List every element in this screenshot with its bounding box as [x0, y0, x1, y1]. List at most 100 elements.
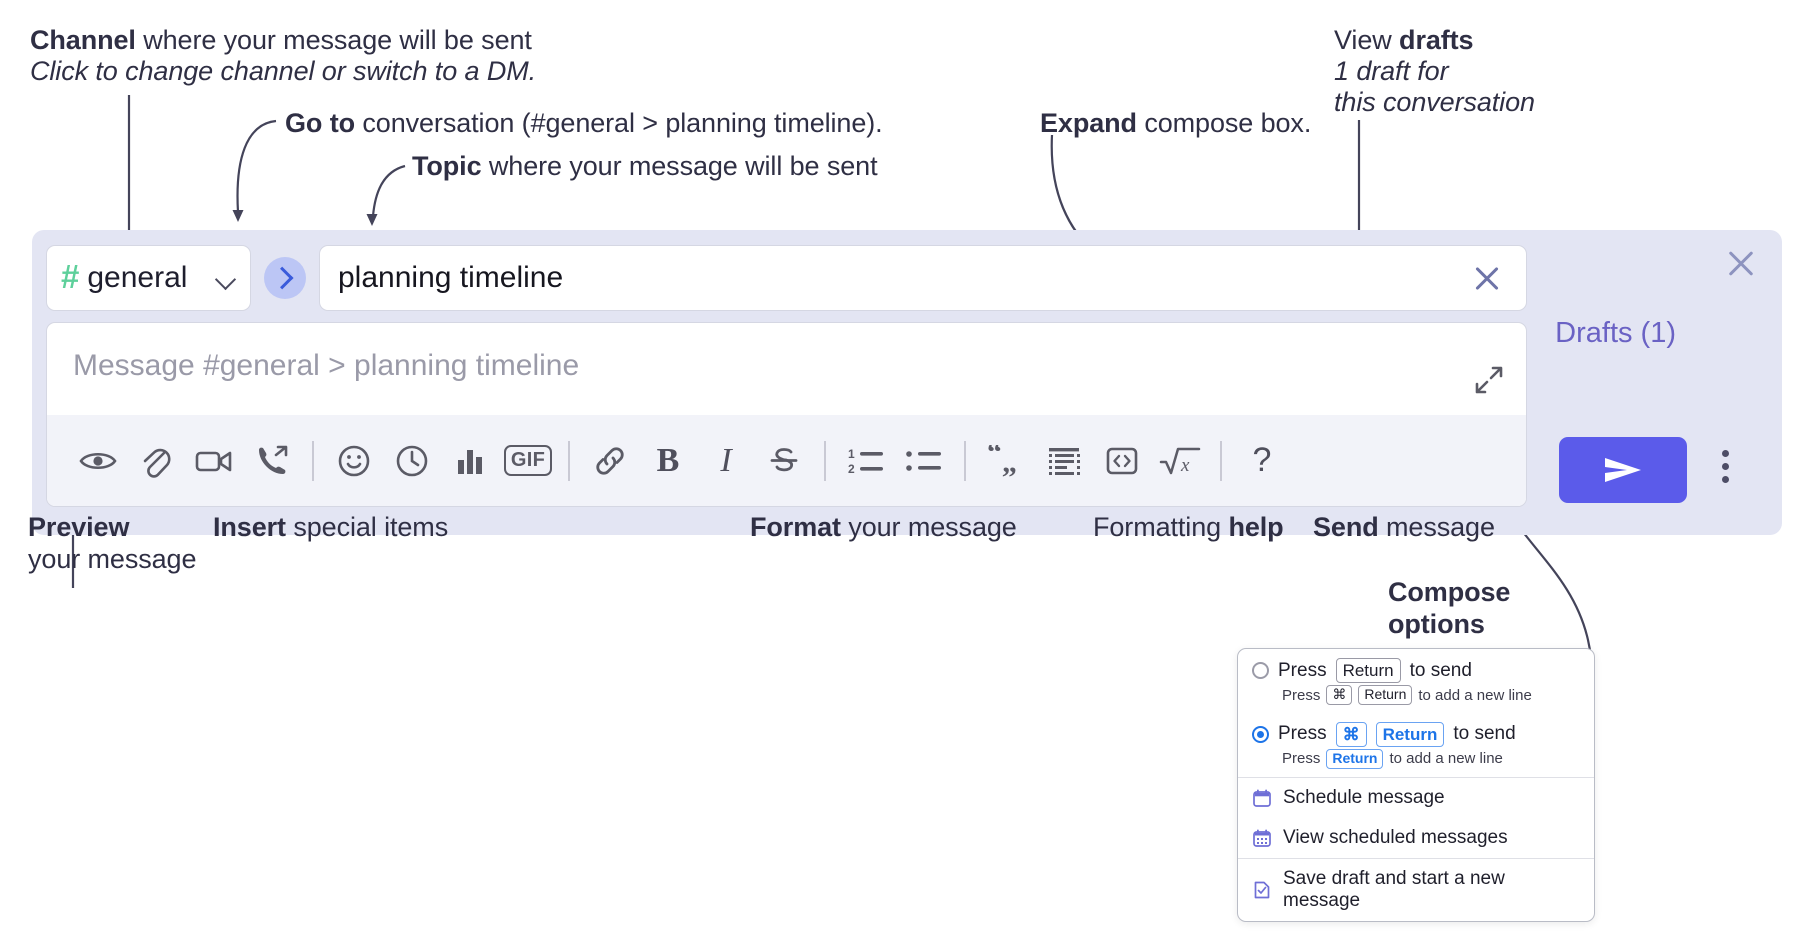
- kebab-dot: [1721, 450, 1729, 457]
- annotation-insert-bold: Insert: [213, 512, 286, 542]
- clear-topic-icon[interactable]: [1470, 261, 1504, 295]
- menu-item-view-scheduled-messages[interactable]: View scheduled messages: [1238, 818, 1594, 858]
- annotation-compose-options-line2: options: [1388, 606, 1485, 642]
- compose-options-menu: Press Return to send Press ⌘ Return to a…: [1237, 648, 1595, 922]
- channel-selector[interactable]: # general: [46, 245, 251, 311]
- italic-icon[interactable]: I: [697, 432, 755, 490]
- annotation-drafts-bold: drafts: [1399, 25, 1474, 55]
- message-input-box[interactable]: Message #general > planning timeline: [46, 322, 1527, 507]
- calendar-clock-icon: [1252, 788, 1272, 808]
- divider: [1238, 857, 1594, 859]
- blockquote-icon[interactable]: “ „: [977, 432, 1035, 490]
- annotation-channel-line1: Channel where your message will be sent: [30, 22, 532, 58]
- emoji-icon[interactable]: [325, 432, 383, 490]
- annotation-help: Formatting help: [1093, 509, 1284, 545]
- annotation-channel-line2: Click to change channel or switch to a D…: [30, 53, 536, 89]
- send-button[interactable]: [1559, 437, 1687, 503]
- phone-forward-icon[interactable]: [243, 432, 301, 490]
- annotation-channel-rest: where your message will be sent: [135, 25, 532, 55]
- annotation-goto-rest: conversation (#general > planning timeli…: [354, 108, 883, 138]
- annotation-preview-bold: Preview: [28, 512, 130, 542]
- svg-text:“: “: [987, 445, 1002, 469]
- save-draft-icon: [1252, 880, 1272, 900]
- divider: [964, 440, 966, 481]
- expand-icon[interactable]: [1474, 365, 1504, 395]
- clock-icon[interactable]: [383, 432, 441, 490]
- topic-field[interactable]: planning timeline: [319, 245, 1527, 311]
- topic-value: planning timeline: [338, 261, 564, 294]
- annotation-channel-italic: Click to change channel or switch to a D…: [30, 56, 537, 86]
- menu-radio-option-return-sub: Press ⌘ Return to add a new line: [1238, 685, 1594, 713]
- key-command: ⌘: [1335, 721, 1367, 747]
- gif-icon[interactable]: GIF: [499, 432, 557, 490]
- menu-radio-option-cmd-return[interactable]: Press ⌘ Return to send: [1238, 713, 1594, 749]
- annotation-channel-bold: Channel: [30, 25, 136, 55]
- menu-item-label: View scheduled messages: [1283, 826, 1508, 848]
- bulleted-list-icon[interactable]: [895, 432, 953, 490]
- code-block-icon[interactable]: [1035, 432, 1093, 490]
- annotation-expand-bold: Expand: [1040, 108, 1137, 138]
- formatting-toolbar: GIF B I: [47, 415, 1526, 506]
- annotation-drafts-line3: this conversation: [1334, 84, 1535, 120]
- link-icon[interactable]: [581, 432, 639, 490]
- calendar-grid-icon: [1252, 828, 1272, 848]
- annotation-send: Send message: [1313, 509, 1495, 545]
- key-return: Return: [1326, 749, 1384, 769]
- menu-item-label: Save draft and start a new message: [1283, 867, 1505, 911]
- annotation-goto: Go to conversation (#general > planning …: [285, 105, 883, 141]
- compose-inner: # general planning timeline Message #gen…: [46, 244, 1527, 521]
- svg-text:x: x: [1180, 455, 1190, 476]
- channel-name: general: [87, 261, 188, 294]
- option-2-post: to send: [1453, 723, 1516, 745]
- menu-radio-option-return[interactable]: Press Return to send: [1238, 649, 1594, 685]
- annotation-insert: Insert special items: [213, 509, 448, 545]
- annotation-send-bold: Send: [1313, 512, 1379, 542]
- video-camera-icon[interactable]: [185, 432, 243, 490]
- math-icon[interactable]: x: [1151, 432, 1209, 490]
- radio-selected-icon: [1252, 725, 1269, 743]
- menu-radio-option-cmd-return-sub: Press Return to add a new line: [1238, 749, 1594, 777]
- key-return: Return: [1335, 658, 1401, 684]
- annotation-preview-line1: Preview: [28, 509, 129, 545]
- attachment-icon[interactable]: [127, 432, 185, 490]
- divider: [824, 440, 826, 481]
- annotation-preview-line2: your message: [28, 544, 197, 574]
- key-return: Return: [1375, 721, 1445, 747]
- bar-chart-icon[interactable]: [441, 432, 499, 490]
- kebab-dot: [1721, 463, 1729, 470]
- annotation-topic: Topic where your message will be sent: [412, 148, 878, 184]
- close-icon[interactable]: [1724, 246, 1758, 280]
- preview-icon[interactable]: [69, 432, 127, 490]
- key-return: Return: [1358, 685, 1413, 705]
- annotation-compose-options-line1: Compose: [1388, 574, 1510, 610]
- annotation-format-bold: Format: [750, 512, 841, 542]
- divider: [1238, 776, 1594, 778]
- radio-unselected-icon: [1252, 662, 1269, 680]
- annotation-topic-rest: where your message will be sent: [481, 151, 878, 181]
- annotation-insert-rest: special items: [285, 512, 449, 542]
- drafts-link[interactable]: Drafts (1): [1555, 317, 1676, 349]
- menu-item-label: Schedule message: [1283, 786, 1445, 808]
- goto-conversation-button[interactable]: [264, 257, 306, 299]
- annotation-goto-bold: Go to: [285, 108, 355, 138]
- send-paper-plane-icon: [1605, 458, 1641, 482]
- annotation-send-rest: message: [1378, 512, 1495, 542]
- ordered-list-icon[interactable]: 1 2: [837, 432, 895, 490]
- annotation-compose-options-bold-1: Compose: [1388, 577, 1511, 607]
- strikethrough-icon[interactable]: [755, 432, 813, 490]
- svg-text:1: 1: [848, 447, 855, 461]
- help-glyph: ?: [1252, 441, 1272, 479]
- bold-icon[interactable]: B: [639, 432, 697, 490]
- option-2-sub-post: to add a new line: [1389, 750, 1503, 768]
- option-2-sub-pre: Press: [1282, 750, 1321, 768]
- menu-item-save-draft[interactable]: Save draft and start a new message: [1238, 859, 1594, 921]
- annotation-help-lead: Formatting: [1093, 512, 1229, 542]
- option-1-sub-pre: Press: [1282, 686, 1321, 704]
- annotation-drafts-lead: View: [1334, 25, 1400, 55]
- code-icon[interactable]: [1093, 432, 1151, 490]
- menu-item-schedule-message[interactable]: Schedule message: [1238, 778, 1594, 818]
- compose-options-menu-button[interactable]: [1720, 450, 1730, 483]
- help-icon[interactable]: ?: [1233, 432, 1291, 490]
- option-1-post: to send: [1409, 659, 1472, 681]
